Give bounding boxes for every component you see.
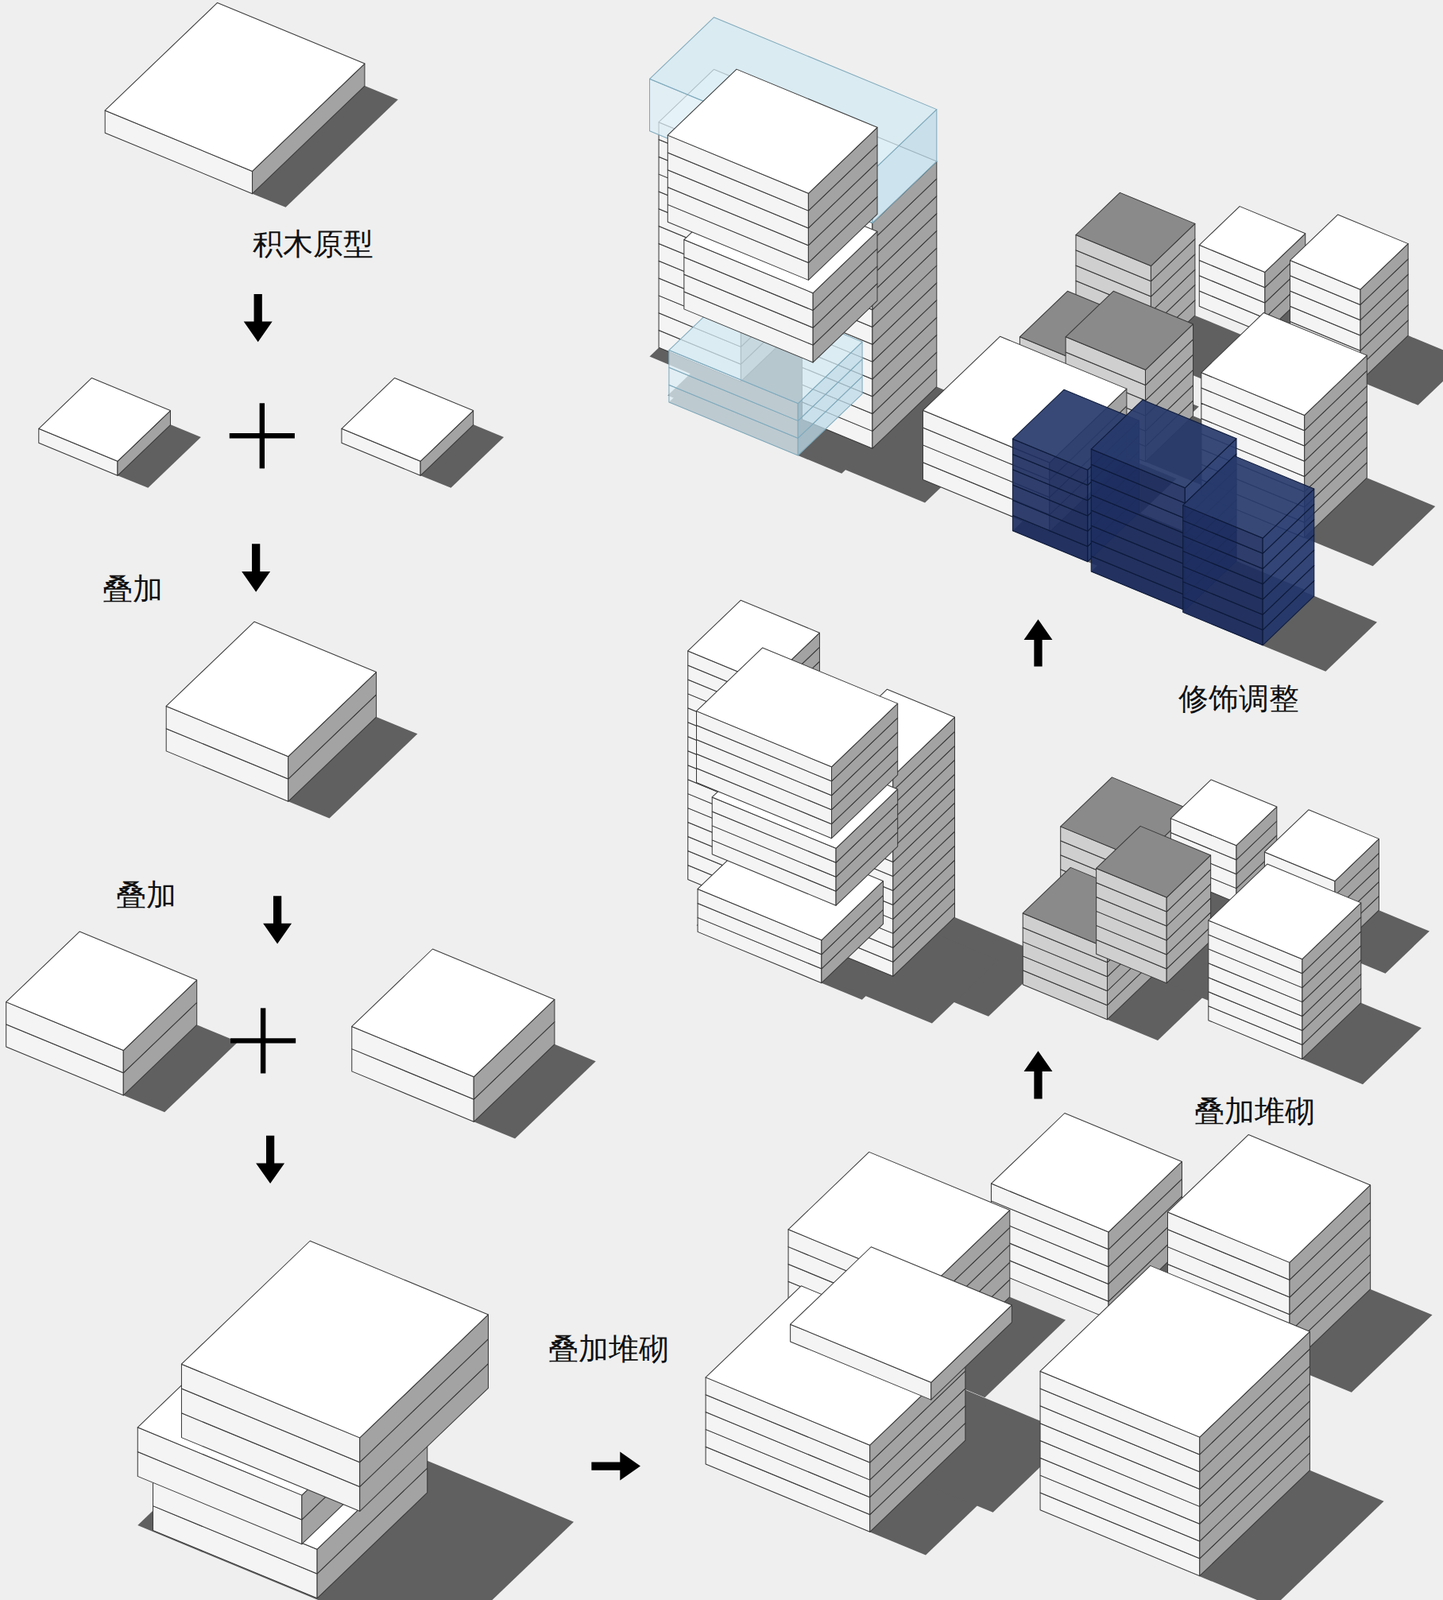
block-face — [1201, 312, 1367, 415]
step-label: 叠加 — [99, 571, 167, 608]
plus-symbols — [229, 402, 296, 1073]
flow-arrow — [591, 1451, 641, 1481]
flow-arrow — [243, 294, 273, 342]
plus-symbol — [230, 1007, 296, 1073]
block-face — [1289, 214, 1409, 290]
step-label: 叠加堆砌 — [1191, 1093, 1319, 1130]
block-face — [990, 1113, 1182, 1233]
block-face — [38, 378, 171, 462]
step-label: 叠加堆砌 — [545, 1330, 673, 1368]
block-face — [181, 1240, 488, 1438]
shadow-layer — [6, 25, 1443, 1600]
block-face — [1065, 290, 1193, 370]
block-face — [1183, 456, 1315, 538]
block-face — [1167, 1134, 1370, 1263]
block-face — [696, 647, 898, 767]
flow-arrow — [241, 543, 271, 592]
block-face — [1170, 779, 1277, 846]
plus-bar — [260, 1007, 266, 1073]
block-face — [6, 931, 198, 1051]
plus-symbol — [229, 402, 295, 469]
flow-arrow — [263, 895, 292, 944]
massing-blocks — [6, 2, 1409, 1598]
flow-arrow — [1024, 1050, 1053, 1099]
block-face — [667, 69, 878, 194]
step-label: 修饰调整 — [1175, 681, 1303, 719]
block-face — [1075, 192, 1196, 266]
block-face — [352, 948, 555, 1077]
flow-arrow — [1024, 618, 1053, 666]
step-label: 积木原型 — [249, 226, 377, 264]
block-face — [790, 1246, 1013, 1383]
block-face — [1199, 206, 1305, 273]
block-face — [1040, 1265, 1310, 1437]
block-face — [166, 621, 376, 757]
plus-bar — [259, 402, 265, 469]
flow-arrow — [255, 1135, 285, 1184]
flow-arrows — [241, 294, 1053, 1481]
block-face — [1096, 825, 1211, 898]
block-face — [341, 378, 474, 462]
block-face — [1208, 863, 1362, 960]
block-face — [104, 2, 365, 171]
step-label: 叠加 — [112, 877, 180, 914]
